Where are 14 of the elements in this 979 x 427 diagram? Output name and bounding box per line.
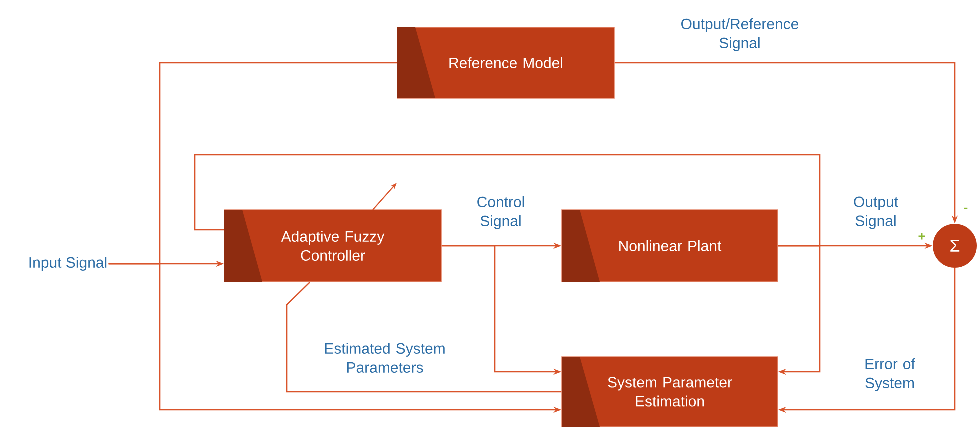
input-label: Input Signal xyxy=(30,257,107,271)
process-box: Nonlinear Plant xyxy=(562,210,778,282)
process-box: Reference Model xyxy=(397,27,615,99)
summing-junction: Σ xyxy=(933,224,977,268)
process-box: Adaptive Fuzzy Controller xyxy=(224,210,442,282)
edge-label: Control Signal xyxy=(478,196,524,230)
arrow xyxy=(778,245,821,376)
sign-label: - xyxy=(964,208,968,210)
edge-label: Error of System xyxy=(866,358,916,392)
process-box: System Parameter Estimation xyxy=(562,356,778,427)
edge-label: Estimated System Parameters xyxy=(325,342,445,373)
sign-label: + xyxy=(918,233,926,240)
edge-label: Output Signal xyxy=(854,196,898,230)
edge-label: Output/Reference Signal xyxy=(682,18,799,52)
